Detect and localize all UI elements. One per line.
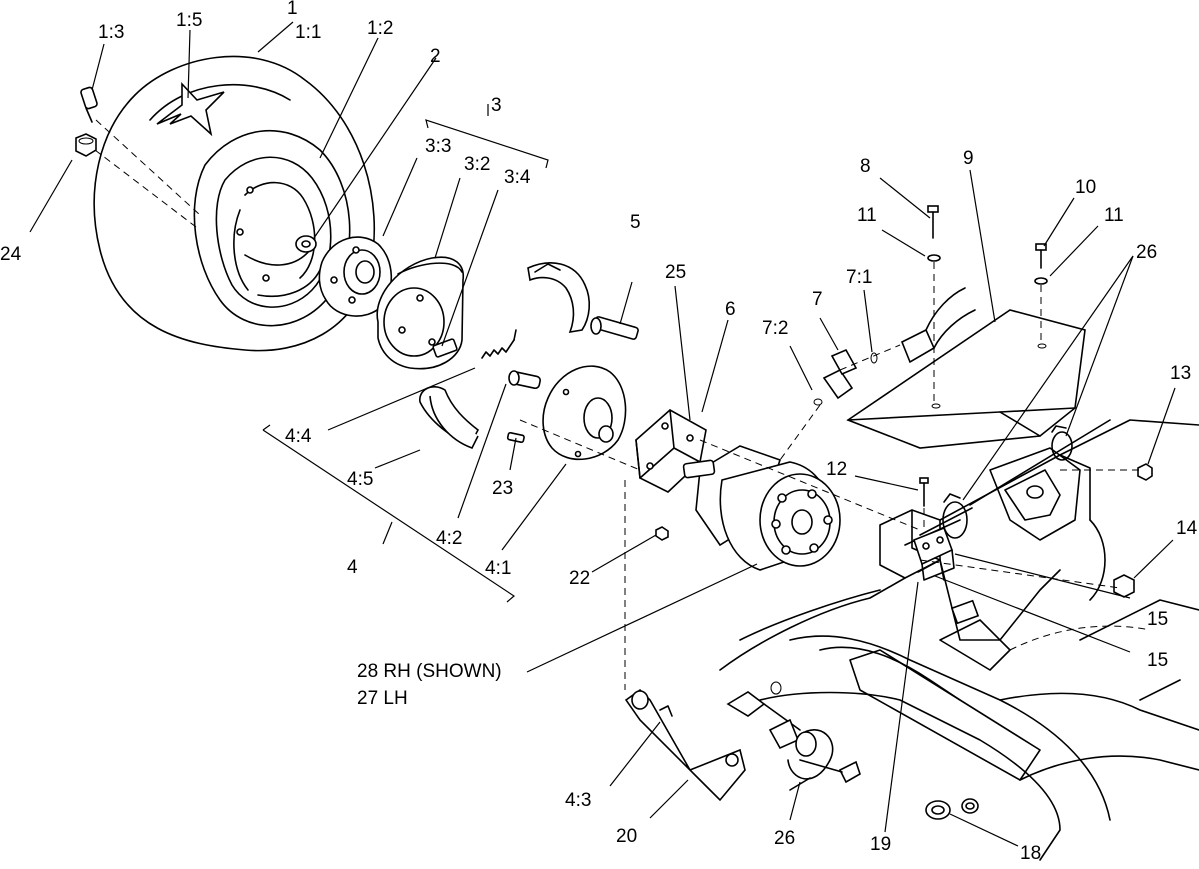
callout-5: 5 [630, 212, 641, 233]
traction-frame [719, 419, 1199, 861]
callout-20: 20 [616, 826, 637, 847]
return-spring [481, 329, 517, 359]
callout-11a: 11 [857, 205, 877, 226]
nut-13 [1137, 463, 1153, 481]
brake-cable-linkage [726, 681, 861, 791]
callout-4-4: 4:4 [285, 426, 312, 447]
hose-clamp-upper [1051, 425, 1073, 461]
hose-clamp-middle [942, 493, 968, 539]
callout-13: 13 [1170, 363, 1191, 384]
callout-28-rh: 28 RH (SHOWN) [357, 661, 502, 682]
tire-assembly [93, 55, 376, 352]
bushings [925, 798, 979, 820]
callout-6: 6 [725, 299, 736, 320]
brake-cam [508, 370, 541, 390]
callout-15b: 15 [1147, 650, 1168, 671]
callout-8: 8 [860, 156, 871, 177]
callout-10: 10 [1075, 177, 1096, 198]
callout-1-2: 1:2 [367, 18, 393, 39]
brake-shoe-upper [527, 262, 591, 334]
callout-3-2: 3:2 [464, 154, 490, 175]
brake-drum [376, 256, 464, 370]
callout-4-2: 4:2 [436, 528, 462, 549]
callout-4-3: 4:3 [565, 790, 591, 811]
brake-lever [624, 688, 746, 802]
callout-25: 25 [665, 262, 686, 283]
callout-4-5: 4:5 [347, 469, 373, 490]
callout-7: 7 [812, 289, 823, 310]
callout-27-lh: 27 LH [357, 688, 408, 709]
clevis-pin [590, 316, 639, 340]
callout-15a: 15 [1147, 609, 1168, 630]
valve-nut [75, 133, 97, 157]
callout-23: 23 [492, 478, 513, 499]
callout-9: 9 [963, 148, 974, 169]
nut-14 [1113, 574, 1135, 598]
callout-26b: 26 [774, 828, 795, 849]
callout-12: 12 [826, 459, 847, 480]
star-logo-icon [156, 81, 225, 137]
bracket-block [913, 526, 955, 581]
backing-plate [542, 365, 627, 461]
callout-18: 18 [1020, 843, 1041, 864]
callout-14: 14 [1176, 518, 1198, 539]
callout-22: 22 [569, 568, 590, 589]
valve-stem [80, 86, 98, 123]
callout-3-3: 3:3 [425, 136, 451, 157]
callout-1-3: 1:3 [98, 22, 124, 43]
callout-4: 4 [347, 557, 358, 578]
assembly-centerlines [94, 119, 1140, 690]
callout-1: 1 [287, 0, 298, 19]
callout-11b: 11 [1104, 205, 1124, 226]
bolt-10 [1034, 243, 1048, 285]
callout-19: 19 [870, 834, 891, 855]
callout-1-1: 1:1 [295, 22, 321, 43]
callout-4-1: 4:1 [485, 558, 511, 579]
callout-3: 3 [491, 95, 502, 116]
callout-24: 24 [0, 244, 22, 265]
wheel-motor [682, 445, 841, 571]
bolt-8 [927, 205, 941, 262]
bolt-12 [919, 477, 929, 507]
callout-7-2: 7:2 [762, 318, 788, 339]
callout-2: 2 [430, 46, 441, 67]
hydraulic-elbow-fitting [813, 348, 878, 406]
callout-7-1: 7:1 [846, 267, 872, 288]
callout-3-4: 3:4 [504, 167, 531, 188]
lock-nut-22 [655, 526, 669, 541]
brake-shoe-lower [419, 386, 480, 449]
callout-26a: 26 [1136, 242, 1157, 263]
wheel-hub [318, 236, 393, 317]
cover-plate [846, 309, 1086, 449]
callout-1-5: 1:5 [176, 10, 202, 31]
hydraulic-hose [900, 287, 976, 364]
motor-mount-bracket [635, 409, 707, 493]
leader-lines [29, 21, 1176, 847]
